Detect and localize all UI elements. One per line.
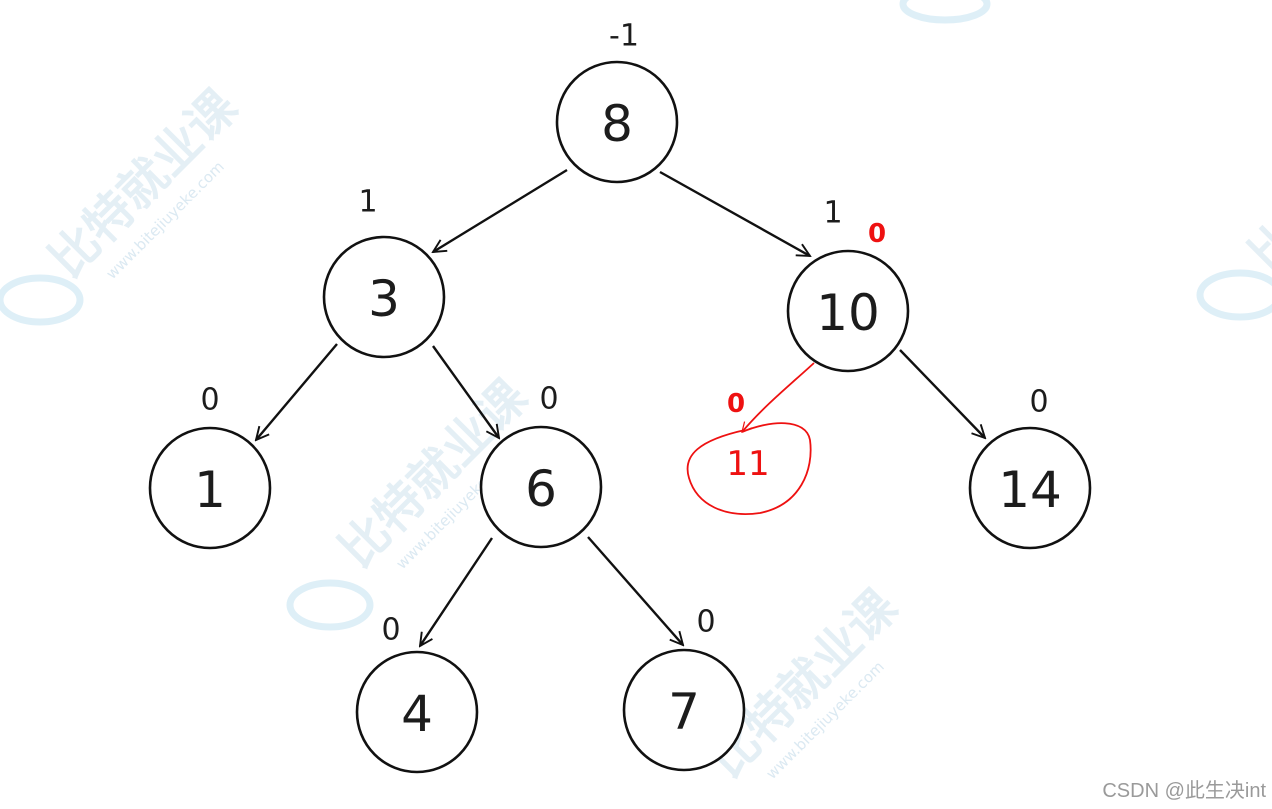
balance-factor: 0: [381, 613, 400, 648]
watermark-logo-icon: [0, 274, 84, 326]
balance-factor: 0: [696, 605, 715, 640]
node-value: 1: [194, 461, 226, 519]
node-value: 4: [401, 685, 433, 743]
balance-factor: -1: [609, 19, 639, 54]
node-circle: [555, 60, 679, 184]
tree-node-14: 14 0: [968, 385, 1092, 550]
watermark-text: 比特就业课: [1239, 73, 1272, 283]
watermark-logo-icon: [286, 579, 374, 631]
tree-node-7: 70: [622, 605, 746, 772]
watermark-text: 比特就业课: [39, 78, 249, 288]
inserted-node-value: 11: [726, 444, 769, 484]
edge-n8-n3: [433, 168, 568, 252]
node-value: 3: [368, 270, 400, 328]
edge-n6-n4: [420, 537, 493, 646]
balance-factor: 0: [1029, 385, 1048, 420]
node-value: 8: [601, 95, 633, 153]
tree-node-4: 40: [355, 613, 479, 774]
balance-factor: 1: [823, 196, 842, 231]
node-value: 6: [525, 460, 557, 518]
node-value: 7: [668, 683, 700, 741]
inserted-node-layer: 11 0: [686, 362, 815, 515]
node-circle: [479, 425, 603, 549]
edge-n3-n1: [256, 343, 338, 440]
watermark-logo-icon: [1196, 269, 1272, 321]
edge-n6-n7: [587, 536, 683, 645]
inserted-node-11: 11 0: [686, 362, 815, 515]
tree-node-8: 8 -1: [555, 19, 679, 184]
inserted-node-circle: [686, 422, 812, 515]
node-value: 10: [816, 284, 880, 342]
edge-n10-n11: [742, 362, 815, 432]
balance-factor: 1: [358, 185, 377, 220]
node-circle: [148, 426, 272, 550]
inserted-balance-factor: 0: [727, 389, 745, 419]
edge-n10-n14: [899, 349, 985, 438]
balance-factor: 0: [539, 382, 558, 417]
node-circle: [786, 249, 910, 373]
edge-n3-n6: [432, 345, 499, 438]
node-circle: [622, 648, 746, 772]
tree-node-1: 10: [148, 383, 272, 550]
node-value: 14: [998, 461, 1062, 519]
node-circle: [322, 235, 446, 359]
updated-balance-factor: 0: [868, 219, 886, 249]
node-circle: [355, 650, 479, 774]
balance-factor: 0: [200, 383, 219, 418]
csdn-credit: CSDN @此生决int: [1102, 780, 1266, 802]
node-circle: [968, 426, 1092, 550]
watermark-logo-icon: [899, 0, 991, 24]
tree-node-6: 60: [479, 382, 603, 549]
tree-node-3: 31: [322, 185, 446, 359]
tree-node-10: 10 10: [786, 196, 910, 373]
edges-layer: [256, 168, 985, 646]
edge-n8-n10: [659, 170, 810, 256]
